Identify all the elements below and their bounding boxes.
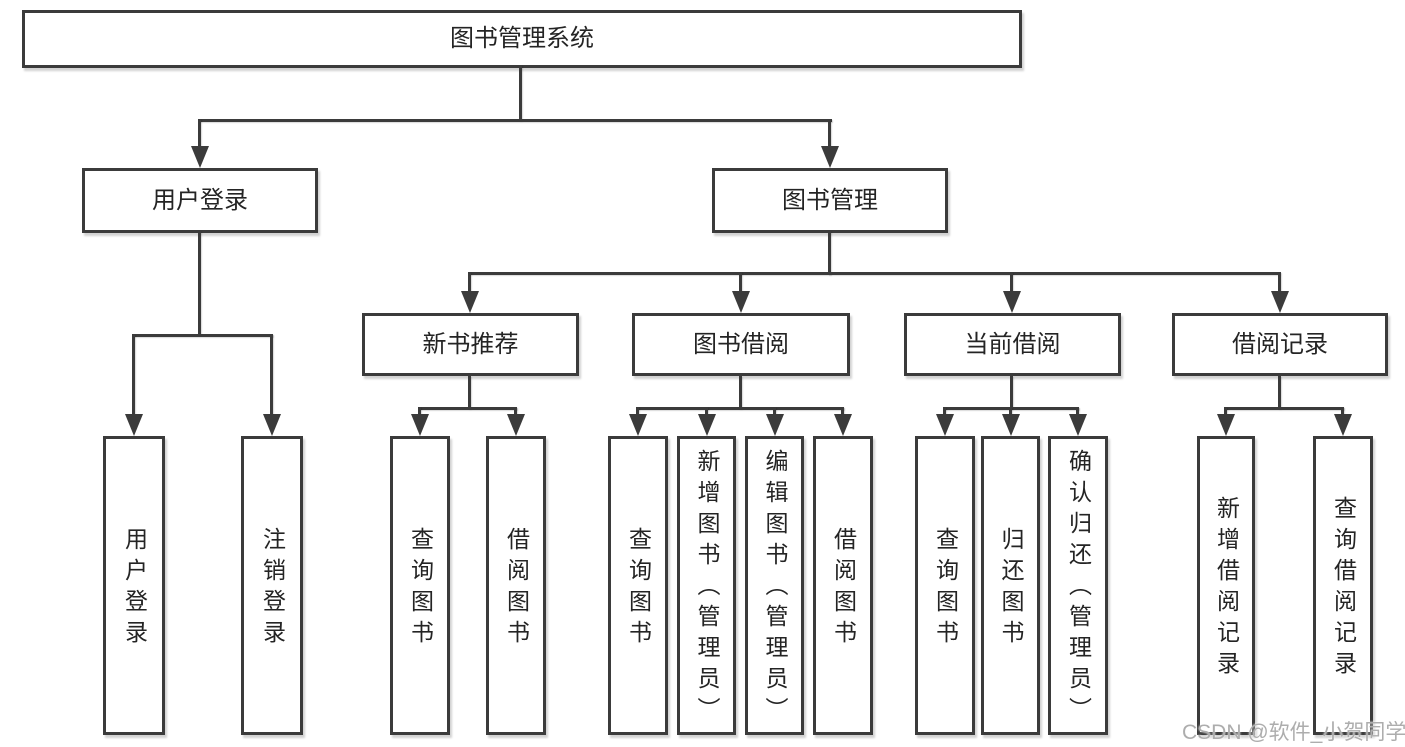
- connector-leaf-drop: [1341, 407, 1344, 418]
- connector-user-login-splitter: [133, 334, 273, 337]
- connector-group-splitter: [637, 407, 844, 410]
- node-user-login: 用户登录: [82, 168, 318, 233]
- connector-leaf-drop: [270, 334, 273, 418]
- leaf-bb-add-books-admin: 新增图书（管理员）: [677, 436, 736, 735]
- connector-user-login-drop: [198, 119, 201, 150]
- leaf-nbr-query-books: 查询图书: [390, 436, 450, 735]
- connector-group-stem: [468, 376, 471, 409]
- connector-leaf-drop: [841, 407, 844, 418]
- node-current-borrow: 当前借阅: [904, 313, 1121, 376]
- connector-level3-splitter: [470, 272, 1280, 275]
- connector-user-login-stem: [198, 231, 201, 334]
- arrow-down-icon: [766, 414, 784, 436]
- arrow-down-icon: [125, 414, 143, 436]
- leaf-bb-edit-books-admin: 编辑图书（管理员）: [745, 436, 804, 735]
- connector-leaf-drop: [132, 334, 135, 418]
- connector-book-mgmt-stem: [828, 231, 831, 275]
- arrow-down-icon: [191, 146, 209, 168]
- arrow-down-icon: [629, 414, 647, 436]
- leaf-bb-query-books: 查询图书: [608, 436, 668, 735]
- connector-leaf-drop: [943, 407, 946, 418]
- arrow-down-icon: [1003, 291, 1021, 313]
- connector-leaf-drop: [418, 407, 421, 418]
- arrow-down-icon: [698, 414, 716, 436]
- leaf-bb-borrow-books: 借阅图书: [813, 436, 873, 735]
- connector-group-stem: [1278, 376, 1281, 409]
- watermark: CSDN @软件_小贺同学: [1182, 721, 1405, 744]
- arrow-down-icon: [1271, 291, 1289, 313]
- connector-leaf-drop: [514, 407, 517, 418]
- leaf-nbr-borrow-books: 借阅图书: [486, 436, 546, 735]
- connector-leaf-drop: [636, 407, 639, 418]
- arrow-down-icon: [263, 414, 281, 436]
- node-book-management: 图书管理: [712, 168, 948, 233]
- connector-group-splitter: [419, 407, 517, 410]
- connector-root-splitter: [199, 119, 832, 122]
- connector-leaf-drop: [1009, 407, 1012, 418]
- arrow-down-icon: [732, 291, 750, 313]
- leaf-cb-return-books: 归还图书: [981, 436, 1040, 735]
- node-book-borrow: 图书借阅: [632, 313, 850, 376]
- connector-level3-drop: [1278, 272, 1281, 294]
- connector-leaf-drop: [1076, 407, 1079, 418]
- connector-group-stem: [739, 376, 742, 409]
- arrow-down-icon: [821, 146, 839, 168]
- leaf-logout: 注销登录: [241, 436, 303, 735]
- arrow-down-icon: [507, 414, 525, 436]
- node-new-book-recommend: 新书推荐: [362, 313, 579, 376]
- leaf-br-query-record: 查询借阅记录: [1313, 436, 1373, 735]
- arrow-down-icon: [1334, 414, 1352, 436]
- connector-leaf-drop: [773, 407, 776, 418]
- connector-level3-drop: [1010, 272, 1013, 294]
- arrow-down-icon: [411, 414, 429, 436]
- connector-group-splitter: [1225, 407, 1344, 410]
- connector-group-stem: [1010, 376, 1013, 409]
- arrow-down-icon: [1069, 414, 1087, 436]
- connector-leaf-drop: [705, 407, 708, 418]
- arrow-down-icon: [834, 414, 852, 436]
- connector-book-mgmt-drop: [828, 119, 831, 150]
- connector-level3-drop: [468, 272, 471, 294]
- arrow-down-icon: [1002, 414, 1020, 436]
- connector-level3-drop: [739, 272, 742, 294]
- arrow-down-icon: [461, 291, 479, 313]
- connector-root-stem: [519, 65, 522, 121]
- node-library-system: 图书管理系统: [22, 10, 1022, 68]
- arrow-down-icon: [936, 414, 954, 436]
- arrow-down-icon: [1217, 414, 1235, 436]
- leaf-cb-query-books: 查询图书: [915, 436, 975, 735]
- node-borrow-records: 借阅记录: [1172, 313, 1388, 376]
- leaf-cb-confirm-return-admin: 确认归还（管理员）: [1048, 436, 1108, 735]
- leaf-user-login: 用户登录: [103, 436, 165, 735]
- leaf-br-add-record: 新增借阅记录: [1197, 436, 1255, 735]
- connector-leaf-drop: [1224, 407, 1227, 418]
